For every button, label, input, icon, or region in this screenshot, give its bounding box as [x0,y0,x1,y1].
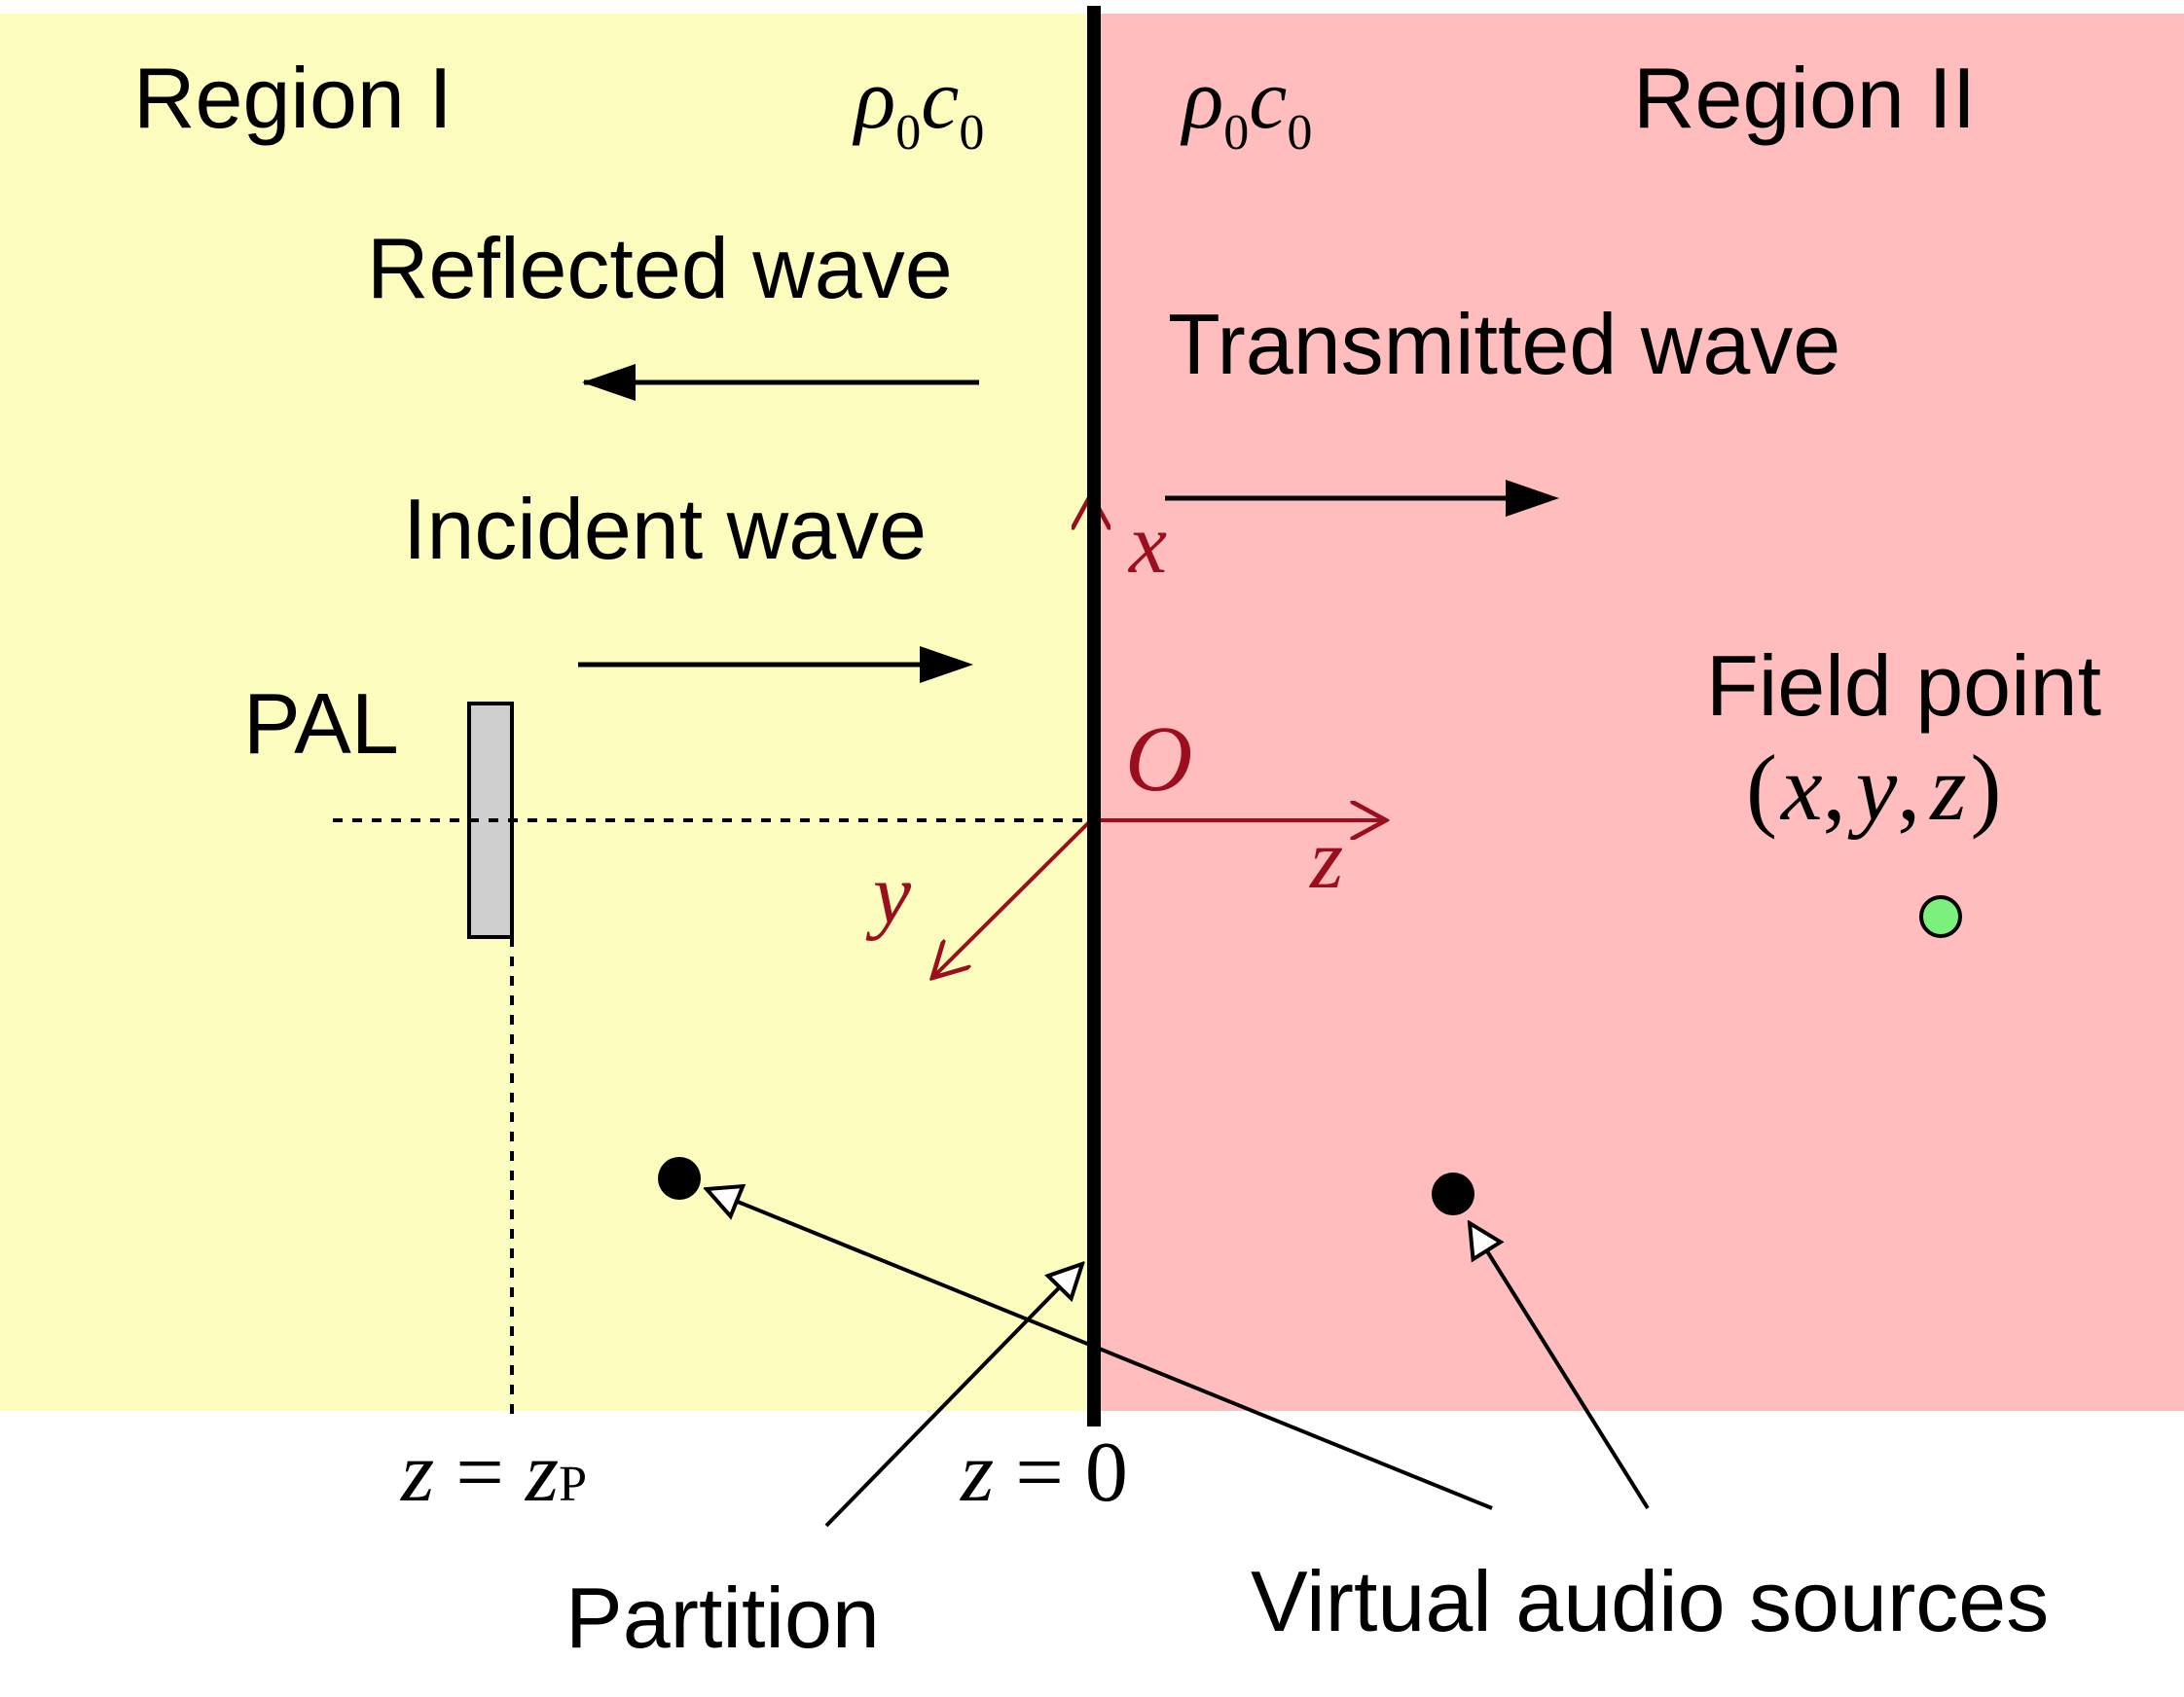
region-1-medium-label: ρ0c0 [852,53,984,161]
field-point-label: Field point [1706,637,2101,734]
region-2-label: Region II [1633,50,1976,146]
partition-label: Partition [565,1570,880,1666]
z-zero-label: z=0 [960,1426,1128,1520]
virtual-source-right-pointer [1470,1223,1650,1510]
region-1-label: Region I [133,50,453,146]
virtual-source-left [658,1157,701,1200]
pal-label: PAL [243,675,399,772]
virtual-source-right [1432,1173,1474,1215]
y-axis-label: y [865,848,912,942]
region-2-background [1094,14,2184,1411]
reflected-wave-arrowhead [582,364,636,401]
incident-wave-arrowhead [920,646,973,683]
partition-pointer [824,1264,1082,1528]
virtual-sources-label: Virtual audio sources [1251,1553,2049,1649]
field-point-coords: (x,y,z) [1746,736,2002,840]
z-axis-label: z [1309,812,1343,907]
region-1-background [0,14,1094,1411]
y-axis [932,818,1093,978]
incident-wave-label: Incident wave [403,481,927,577]
z-p-label: z=zP [400,1426,587,1520]
region-2-medium-label: ρ0c0 [1180,53,1312,161]
transmitted-wave-arrowhead [1506,480,1559,517]
virtual-source-left-pointer [707,1189,1493,1510]
origin-label: O [1125,706,1192,811]
transmitted-wave-label: Transmitted wave [1168,296,1840,392]
x-axis-label: x [1127,497,1167,592]
field-point-marker [1919,895,1962,938]
reflected-wave-label: Reflected wave [367,220,953,316]
